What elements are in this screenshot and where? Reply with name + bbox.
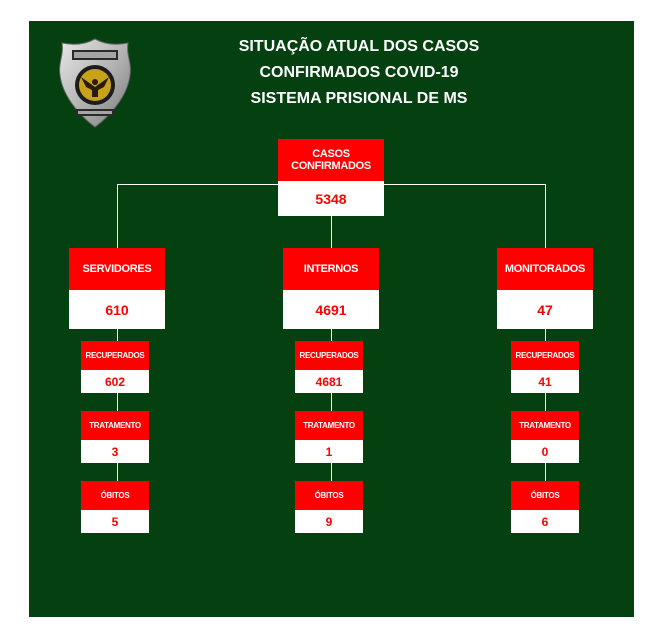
- root-label-line2: CONFIRMADOS: [291, 160, 371, 172]
- branch-monitorados: MONITORADOS 47: [497, 248, 593, 329]
- monitorados-recuperados: RECUPERADOS 41: [511, 341, 579, 393]
- branch-label: MONITORADOS: [497, 248, 593, 290]
- diagram-panel: SITUAÇÃO ATUAL DOS CASOS CONFIRMADOS COV…: [29, 21, 634, 617]
- item-label: TRATAMENTO: [295, 411, 363, 440]
- branch-value: 610: [69, 290, 165, 329]
- root-value: 5348: [278, 181, 384, 216]
- root-box: CASOS CONFIRMADOS 5348: [278, 139, 384, 216]
- connector-internos: [331, 216, 332, 248]
- internos-obitos: ÓBITOS 9: [295, 481, 363, 533]
- connector-servidores: [117, 184, 118, 248]
- servidores-recuperados: RECUPERADOS 602: [81, 341, 149, 393]
- eagle-icon: [81, 77, 109, 97]
- root-label-line1: CASOS: [312, 148, 350, 160]
- item-value: 6: [511, 510, 579, 533]
- item-label: RECUPERADOS: [295, 341, 363, 370]
- item-label: TRATAMENTO: [511, 411, 579, 440]
- item-label: TRATAMENTO: [81, 411, 149, 440]
- internos-recuperados: RECUPERADOS 4681: [295, 341, 363, 393]
- item-label: ÓBITOS: [295, 481, 363, 510]
- police-badge-icon: [54, 37, 136, 134]
- branch-label: SERVIDORES: [69, 248, 165, 290]
- root-header: CASOS CONFIRMADOS: [278, 139, 384, 181]
- item-label: ÓBITOS: [81, 481, 149, 510]
- branch-value: 47: [497, 290, 593, 329]
- monitorados-obitos: ÓBITOS 6: [511, 481, 579, 533]
- item-label: RECUPERADOS: [511, 341, 579, 370]
- item-value: 1: [295, 440, 363, 463]
- item-value: 5: [81, 510, 149, 533]
- item-value: 0: [511, 440, 579, 463]
- item-value: 4681: [295, 370, 363, 393]
- branch-value: 4691: [283, 290, 379, 329]
- connector-monitorados: [545, 184, 546, 248]
- branch-internos: INTERNOS 4691: [283, 248, 379, 329]
- monitorados-tratamento: TRATAMENTO 0: [511, 411, 579, 463]
- item-value: 41: [511, 370, 579, 393]
- title-line-1: SITUAÇÃO ATUAL DOS CASOS: [238, 38, 480, 55]
- item-value: 3: [81, 440, 149, 463]
- title-line-3: SISTEMA PRISIONAL DE MS: [250, 90, 468, 107]
- servidores-tratamento: TRATAMENTO 3: [81, 411, 149, 463]
- item-value: 602: [81, 370, 149, 393]
- title-line-2: CONFIRMADOS COVID-19: [259, 64, 459, 81]
- internos-tratamento: TRATAMENTO 1: [295, 411, 363, 463]
- branch-label: INTERNOS: [283, 248, 379, 290]
- servidores-obitos: ÓBITOS 5: [81, 481, 149, 533]
- branch-servidores: SERVIDORES 610: [69, 248, 165, 329]
- item-value: 9: [295, 510, 363, 533]
- item-label: RECUPERADOS: [81, 341, 149, 370]
- item-label: ÓBITOS: [511, 481, 579, 510]
